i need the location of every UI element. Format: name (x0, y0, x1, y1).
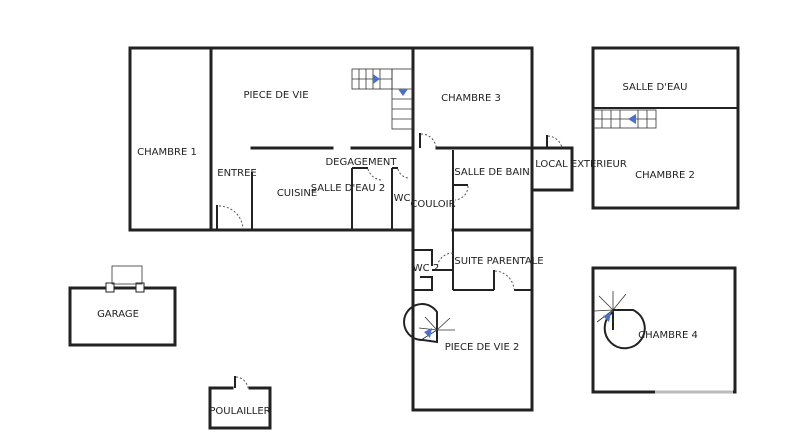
stair-arrow-icon (398, 89, 408, 96)
room-label-chambre-1: CHAMBRE 1 (137, 147, 197, 158)
room-label-suite-parentale: SUITE PARENTALE (454, 256, 543, 267)
garage-walls (68, 265, 177, 347)
room-label-wc-2: WC 2 (413, 263, 439, 274)
room-label-garage: GARAGE (97, 309, 139, 320)
room-label-chambre-4: CHAMBRE 4 (638, 330, 698, 341)
stair-arrow-icon (628, 114, 636, 124)
main-house-walls (128, 46, 415, 232)
right-building-walls (591, 46, 740, 394)
local-exterieur-walls (530, 135, 574, 192)
room-label-cuisine: CUISINE (277, 188, 317, 199)
room-label-wc: WC (394, 193, 411, 204)
salle-deau-staircase (592, 109, 657, 129)
spiral-staircase (403, 303, 455, 344)
room-label-poulailler: POULAILLER (209, 406, 270, 417)
room-label-couloir: COULOIR (410, 199, 455, 210)
room-label-chambre-3: CHAMBRE 3 (441, 93, 501, 104)
poulailler-walls (208, 376, 272, 430)
stair-arrow-icon (373, 74, 380, 84)
room-label-salle-deau-2: SALLE D'EAU 2 (311, 183, 385, 194)
room-label-salle-deau: SALLE D'EAU (623, 82, 688, 93)
room-labels: CHAMBRE 1 PIECE DE VIE CHAMBRE 3 SALLE D… (97, 82, 698, 417)
room-label-piece-de-vie: PIECE DE VIE (243, 90, 308, 101)
spiral-staircase (593, 291, 646, 350)
room-label-local-exterieur: LOCAL EXTERIEUR (535, 159, 627, 170)
room-label-degagement: DEGAGEMENT (325, 157, 397, 168)
room-label-salle-de-bain: SALLE DE BAIN (454, 167, 529, 178)
room-label-chambre-2: CHAMBRE 2 (635, 170, 695, 181)
straight-staircase (351, 68, 414, 130)
room-label-entree: ENTREE (217, 168, 257, 179)
central-wing-walls (411, 46, 534, 412)
room-label-piece-de-vie-2: PIECE DE VIE 2 (445, 342, 520, 353)
